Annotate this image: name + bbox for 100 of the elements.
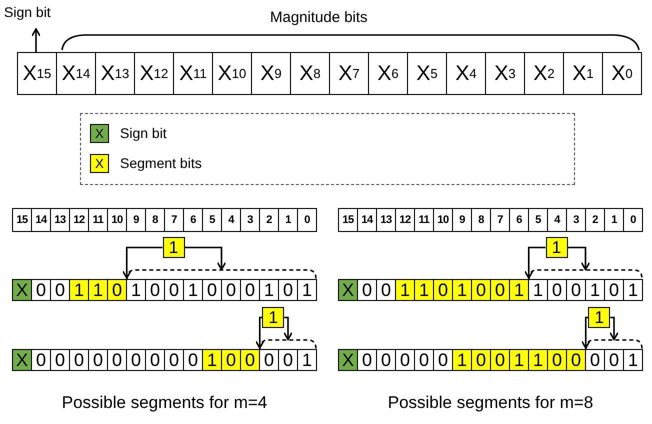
bit-cell: 1 xyxy=(528,279,548,301)
bit-cell: 0 xyxy=(259,349,279,371)
bit-index-cell: 0 xyxy=(623,208,643,232)
bit-cell: 0 xyxy=(69,349,89,371)
bit-cell: 1 xyxy=(623,349,643,371)
bit-cell: 0 xyxy=(221,279,241,301)
bit-index-cell: 12 xyxy=(69,208,89,232)
bit-cell: X xyxy=(338,279,358,301)
arrow xyxy=(254,316,265,349)
bit-index-cell: 4 xyxy=(221,208,241,232)
bit-index-cell: 8 xyxy=(145,208,165,232)
arrow xyxy=(568,246,590,270)
dashed-bracket xyxy=(585,339,643,349)
bit-index-cell: 14 xyxy=(357,208,377,232)
sign-bit-label: Sign bit xyxy=(4,4,51,20)
arrow xyxy=(580,316,591,349)
bit-cell: 0 xyxy=(566,349,586,371)
arrow xyxy=(31,28,41,52)
bit-cell: 0 xyxy=(395,349,415,371)
bit-cell: X xyxy=(338,349,358,371)
dashed-bracket xyxy=(528,269,643,279)
bit-cell: 0 xyxy=(164,349,184,371)
legend-label: Sign bit xyxy=(120,125,167,141)
bit-cell: 1 xyxy=(202,349,222,371)
bit-cell: 1 xyxy=(452,279,472,301)
bit-cell: 0 xyxy=(31,349,51,371)
count-box: 1 xyxy=(588,307,610,328)
bit-index-cell: 11 xyxy=(414,208,434,232)
bit-index-cell: 12 xyxy=(395,208,415,232)
bit-index-cell: 10 xyxy=(433,208,453,232)
bit-index-cell: 1 xyxy=(278,208,298,232)
count-box: 1 xyxy=(162,237,184,258)
bit-cell: 0 xyxy=(50,279,70,301)
bit-index-cell: 3 xyxy=(240,208,260,232)
bit-cell: 0 xyxy=(471,349,491,371)
bit-cell: 0 xyxy=(414,349,434,371)
bit-cell: 0 xyxy=(50,349,70,371)
bit-index-cell: 5 xyxy=(202,208,222,232)
bit-cell: 1 xyxy=(528,349,548,371)
bit-cell: 1 xyxy=(509,279,529,301)
bit-cell: 0 xyxy=(490,349,510,371)
bit-cell: 0 xyxy=(433,349,453,371)
bit-index-cell: 13 xyxy=(50,208,70,232)
bit-index-cell: 7 xyxy=(490,208,510,232)
bit-index-cell: 15 xyxy=(338,208,358,232)
bit-cell: 0 xyxy=(490,279,510,301)
bit-index-cell: 7 xyxy=(164,208,184,232)
bit-index-cell: 15 xyxy=(12,208,32,232)
bit-index-cell: 13 xyxy=(376,208,396,232)
arrow xyxy=(122,246,162,279)
bit-index-cell: 9 xyxy=(452,208,472,232)
bit-cell: 0 xyxy=(107,349,127,371)
arrow xyxy=(524,246,546,279)
bit-cell: X xyxy=(12,349,32,371)
count-box: 1 xyxy=(262,307,284,328)
bit-cell: 0 xyxy=(357,279,377,301)
group-label: Magnitude bits xyxy=(270,9,368,26)
bit-cell: 0 xyxy=(278,349,298,371)
legend-swatch: X xyxy=(90,154,109,173)
bit-cell: 1 xyxy=(452,349,472,371)
bit-cell: 0 xyxy=(221,349,241,371)
bit-index-cell: 14 xyxy=(31,208,51,232)
bit-cell: 1 xyxy=(395,279,415,301)
caption: Possible segments for m=4 xyxy=(60,393,268,413)
bit-index-cell: 11 xyxy=(88,208,108,232)
bit-cell: 1 xyxy=(297,349,317,371)
bit-cell: 0 xyxy=(547,279,567,301)
bit-cell: 0 xyxy=(145,279,165,301)
bit-cell: 1 xyxy=(297,279,317,301)
caption: Possible segments for m=8 xyxy=(386,393,594,413)
bit-index-cell: 4 xyxy=(547,208,567,232)
bit-cell: 1 xyxy=(414,279,434,301)
bit-cell: 0 xyxy=(547,349,567,371)
bit-cell: 0 xyxy=(88,349,108,371)
arrow xyxy=(283,316,293,340)
bit-index-cell: 10 xyxy=(107,208,127,232)
bit-cell: 0 xyxy=(240,279,260,301)
bit-cell: 0 xyxy=(202,279,222,301)
bit-cell: 1 xyxy=(259,279,279,301)
bit-cell: 0 xyxy=(107,279,127,301)
bit-index-cell: 8 xyxy=(471,208,491,232)
bit-cell: 0 xyxy=(376,279,396,301)
bit-index-cell: 9 xyxy=(126,208,146,232)
bit-cell: 1 xyxy=(69,279,89,301)
bit-cell: 0 xyxy=(566,279,586,301)
arrow xyxy=(609,316,619,340)
count-box: 1 xyxy=(546,237,568,258)
bit-cell: 1 xyxy=(183,279,203,301)
bit-cell: 0 xyxy=(164,279,184,301)
dashed-bracket xyxy=(126,269,317,279)
bit-cell: 0 xyxy=(433,279,453,301)
dashed-bracket xyxy=(259,339,317,349)
bit-cell: 1 xyxy=(585,279,605,301)
bit-cell: 1 xyxy=(623,279,643,301)
legend-label: Segment bits xyxy=(120,155,202,171)
bit-index-cell: 0 xyxy=(297,208,317,232)
bit-cell: 0 xyxy=(604,279,624,301)
bit-index-cell: 3 xyxy=(566,208,586,232)
bit-cell: 0 xyxy=(31,279,51,301)
bit-index-cell: 6 xyxy=(509,208,529,232)
